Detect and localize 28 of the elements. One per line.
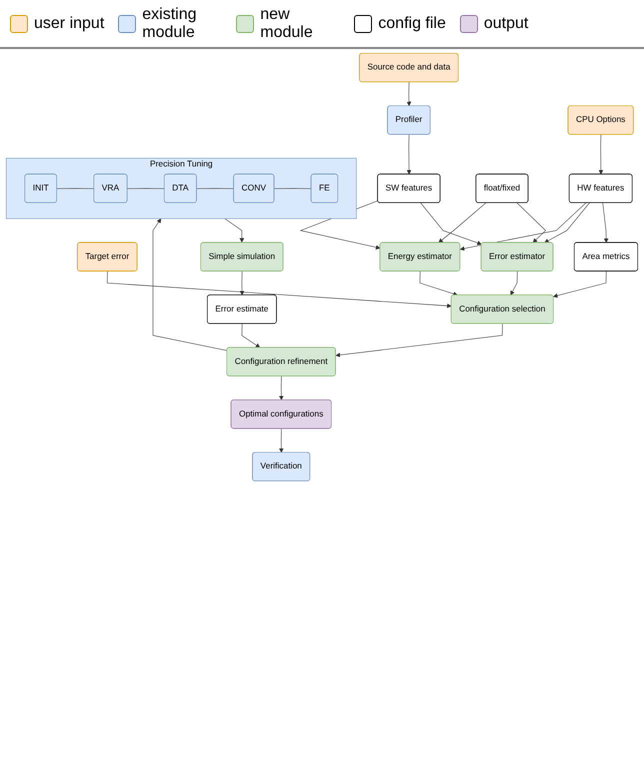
arrow — [420, 271, 458, 296]
arrow — [420, 202, 482, 246]
legend-label: existing module — [142, 6, 198, 42]
legend-label: new module — [260, 6, 314, 42]
arrow — [336, 324, 503, 358]
arrow — [406, 82, 412, 106]
legend-label: output — [484, 14, 528, 32]
arrow — [240, 271, 244, 296]
connector — [127, 188, 165, 190]
arrow — [438, 202, 486, 244]
legend-label: config file — [378, 14, 446, 32]
legend-label: user input — [34, 14, 104, 32]
arrow — [242, 324, 260, 348]
arrow — [224, 218, 244, 243]
arrow — [553, 271, 607, 298]
arrow — [279, 376, 284, 400]
connector — [196, 188, 234, 190]
arrow — [602, 202, 608, 244]
connector — [274, 188, 312, 190]
arrow — [106, 271, 452, 308]
arrow — [598, 134, 604, 175]
connector — [56, 188, 94, 190]
arrow — [544, 202, 590, 244]
arrow — [279, 428, 284, 453]
arrow — [516, 202, 546, 244]
arrow — [152, 218, 228, 351]
arrow — [510, 271, 518, 296]
arrow — [406, 134, 412, 175]
